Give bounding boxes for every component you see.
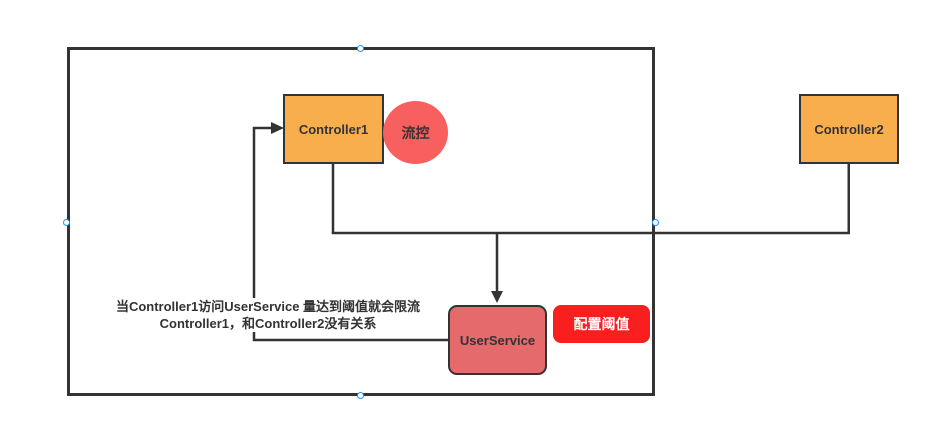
annotation-text[interactable]: 当Controller1访问UserService 量达到阈值就会限流 Cont… xyxy=(90,298,446,332)
resize-handle-right[interactable] xyxy=(652,219,659,226)
threshold-badge-label: 配置阈值 xyxy=(573,316,630,332)
resize-handle-bottom[interactable] xyxy=(357,392,364,399)
annotation-line1: 当Controller1访问UserService 量达到阈值就会限流 xyxy=(115,299,421,314)
threshold-badge[interactable]: 配置阈值 xyxy=(553,305,650,343)
annotation-line2: Controller1，和Controller2没有关系 xyxy=(159,316,377,331)
node-userservice-label: UserService xyxy=(459,332,536,348)
node-controller1-label: Controller1 xyxy=(298,121,369,137)
resize-handle-top[interactable] xyxy=(357,45,364,52)
resize-handle-left[interactable] xyxy=(63,219,70,226)
flow-control-badge[interactable]: 流控 xyxy=(383,101,448,164)
node-controller1[interactable]: Controller1 xyxy=(283,94,384,164)
flow-control-badge-label: 流控 xyxy=(401,124,430,141)
node-userservice[interactable]: UserService xyxy=(448,305,547,375)
arrowhead-into-controller1 xyxy=(271,122,284,134)
arrowhead-into-userservice xyxy=(491,291,503,303)
node-controller2[interactable]: Controller2 xyxy=(799,94,899,164)
edge-userservice-to-controller1[interactable] xyxy=(252,126,448,342)
node-controller2-label: Controller2 xyxy=(814,121,884,137)
